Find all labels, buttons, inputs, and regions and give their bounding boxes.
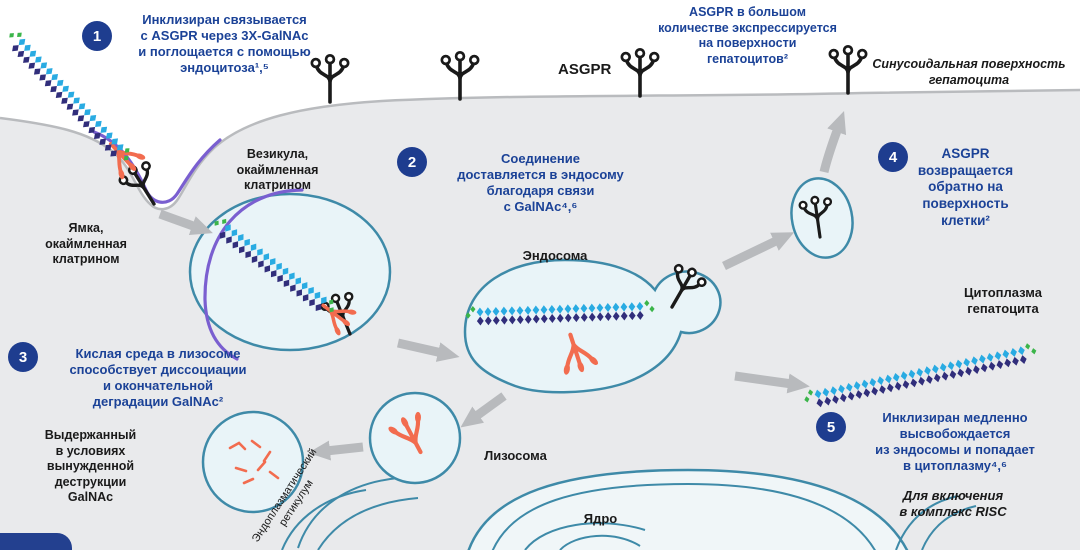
degraded-galnac-fragments xyxy=(228,439,280,485)
step-5-text: Инклизиран медленно высвобождается из эн… xyxy=(875,410,1035,474)
asgpr-receptor-icon xyxy=(440,50,480,101)
step-5-number: 5 xyxy=(826,418,836,436)
endosome-label: Эндосома xyxy=(522,248,588,263)
arrow-endosome-to-lysosome xyxy=(460,392,507,428)
arrow-endosome-to-cytoplasm xyxy=(734,371,810,394)
cytoplasm-label: Цитоплазма гепатоцита xyxy=(964,285,1042,317)
step-4-badge: 4 xyxy=(878,142,908,172)
step-2-number: 2 xyxy=(407,153,417,171)
arrow-lysosome-to-degradation xyxy=(308,440,364,461)
nucleus-detail-arc xyxy=(524,522,646,550)
step-2-text: Соединение доставляется в эндосому благо… xyxy=(457,151,624,215)
recycling-vesicle-shape xyxy=(790,177,854,259)
flow-arrows xyxy=(158,111,847,461)
nucleus-label: Ядро xyxy=(583,511,618,526)
inclisiran-molecule xyxy=(9,32,151,185)
step-1-badge: 1 xyxy=(82,21,112,51)
arrow-endosome-to-recycling xyxy=(722,232,795,271)
nucleus-inner-membrane xyxy=(491,482,876,550)
step-3-number: 3 xyxy=(18,348,28,366)
inclisiran-molecule xyxy=(804,343,1037,408)
step-3-text: Кислая среда в лизосоме способствует дис… xyxy=(69,346,247,410)
sinusoidal-surface-label: Синусоидальная поверхность гепатоцита xyxy=(872,57,1066,87)
step-3-badge: 3 xyxy=(8,342,38,372)
step-1-number: 1 xyxy=(92,27,102,45)
step-5-badge: 5 xyxy=(816,412,846,442)
endosome-shape xyxy=(463,258,722,394)
step-4-text: ASGPR возвращается обратно на поверхност… xyxy=(917,146,1014,228)
step-4-number: 4 xyxy=(888,148,898,166)
degradation-vesicle-shape xyxy=(201,410,305,514)
step-1-text: Инклизиран связывается с ASGPR через 3X-… xyxy=(138,12,311,76)
nucleus-shape xyxy=(467,468,909,550)
clathrin-vesicle-shape xyxy=(188,192,392,352)
vesicle-clathrin-coat xyxy=(203,188,304,361)
inclisiran-molecule xyxy=(214,218,362,341)
inclisiran-molecule xyxy=(465,299,655,326)
step-2-badge: 2 xyxy=(397,147,427,177)
asgpr-expression-note: ASGPR в большом количестве экспрессирует… xyxy=(658,5,837,66)
arrow-recycling-to-membrane xyxy=(819,111,847,174)
risc-note: Для включения в комплекс RISC xyxy=(899,488,1007,520)
pit-label: Ямка, окаймленная клатрином xyxy=(45,221,127,266)
vesicle-label: Везикула, окаймленная клатрином xyxy=(236,147,319,192)
decorative-shape xyxy=(0,533,72,550)
lysosome-label: Лизосома xyxy=(484,448,547,463)
degraded-galnac-label: Выдержанный в условиях вынужденной дестр… xyxy=(44,428,137,504)
endoplasmic-reticulum-shape xyxy=(281,477,977,550)
asgpr-label: ASGPR xyxy=(558,61,612,78)
arrow-pit-to-vesicle xyxy=(158,209,213,236)
arrow-vesicle-to-endosome xyxy=(397,338,460,362)
